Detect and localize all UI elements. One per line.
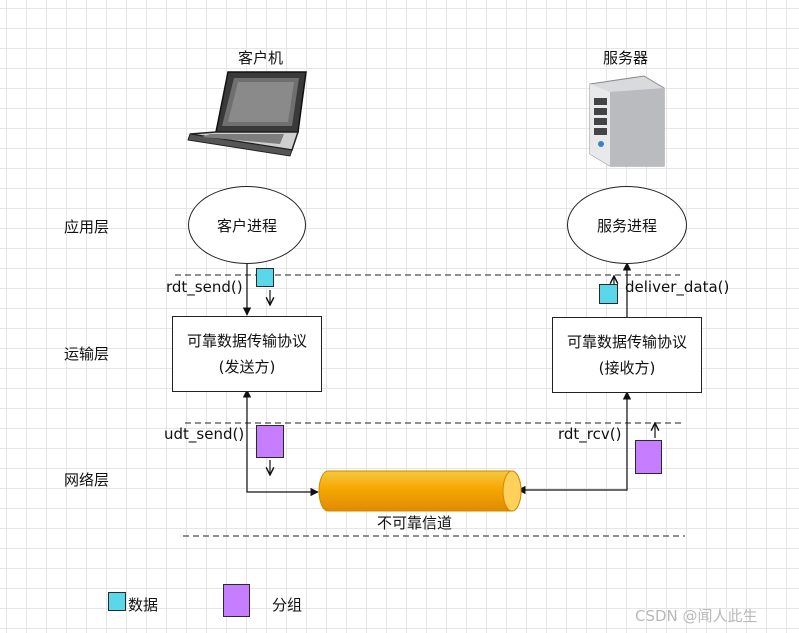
data-square-send xyxy=(256,268,274,287)
legend-data-label: 数据 xyxy=(128,596,159,614)
receiver-protocol-box: 可靠数据传输协议 (接收方) xyxy=(552,317,702,393)
server-process: 服务进程 xyxy=(567,186,687,264)
legend-data-swatch xyxy=(108,592,126,611)
receiver-box-role: (接收方) xyxy=(598,359,656,377)
layer-network: 网络层 xyxy=(64,471,110,489)
packet-square-receive xyxy=(635,440,662,474)
legend-packet-label: 分组 xyxy=(272,596,303,614)
server-title: 服务器 xyxy=(603,49,649,67)
sender-box-title: 可靠数据传输协议 xyxy=(186,332,307,350)
rdt-send-label: rdt_send() xyxy=(166,278,243,296)
legend-packet-swatch xyxy=(223,584,250,617)
server-process-label: 服务进程 xyxy=(596,216,657,235)
layer-application: 应用层 xyxy=(64,218,110,236)
server-icon xyxy=(589,75,665,167)
udt-send-label: udt_send() xyxy=(164,425,245,443)
sender-protocol-box: 可靠数据传输协议 (发送方) xyxy=(172,316,322,392)
client-process: 客户进程 xyxy=(188,186,306,264)
deliver-data-label: deliver_data() xyxy=(625,278,730,296)
watermark: CSDN @闻人此生 xyxy=(635,607,758,625)
receiver-box-title: 可靠数据传输协议 xyxy=(566,333,687,351)
unreliable-channel xyxy=(318,470,522,512)
layer-transport: 运输层 xyxy=(64,345,110,363)
arrow-rdt-rcv xyxy=(517,391,632,495)
client-process-label: 客户进程 xyxy=(216,216,277,235)
channel-label: 不可靠信道 xyxy=(377,514,453,532)
sender-box-role: (发送方) xyxy=(218,358,276,376)
packet-square-send xyxy=(256,425,284,458)
rdt-rcv-label: rdt_rcv() xyxy=(558,425,622,443)
client-title: 客户机 xyxy=(238,49,284,67)
arrow-udt-send xyxy=(242,389,319,497)
laptop-icon xyxy=(187,71,307,157)
data-square-deliver xyxy=(599,284,618,304)
